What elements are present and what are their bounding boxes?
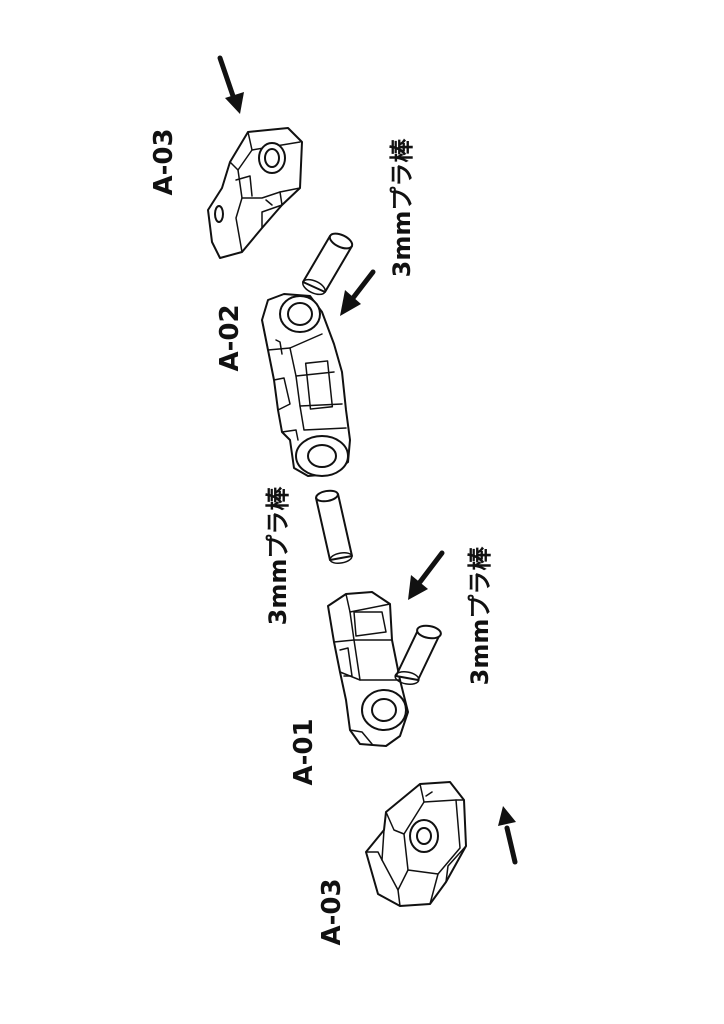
arrow-a02 xyxy=(340,269,376,316)
part-a03-top xyxy=(207,127,303,259)
part-label-a03-top: A-03 xyxy=(149,128,179,195)
part-label-a03-bottom: A-03 xyxy=(317,878,347,945)
arrow-a01 xyxy=(408,550,445,600)
rod-middle xyxy=(315,489,353,565)
arrow-top xyxy=(217,55,244,114)
part-a03-bottom xyxy=(365,781,467,907)
part-label-a01: A-01 xyxy=(289,718,319,785)
part-a02 xyxy=(261,293,351,477)
part-label-a02: A-02 xyxy=(215,304,245,371)
rod-upper xyxy=(302,232,354,296)
rod-lower xyxy=(394,624,442,686)
part-a01 xyxy=(327,591,409,747)
rod-label-upper: 3mmプラ棒 xyxy=(388,138,416,278)
arrow-bottom xyxy=(498,806,518,865)
rod-label-middle: 3mmプラ棒 xyxy=(264,486,292,626)
rod-label-lower: 3mmプラ棒 xyxy=(466,546,494,686)
